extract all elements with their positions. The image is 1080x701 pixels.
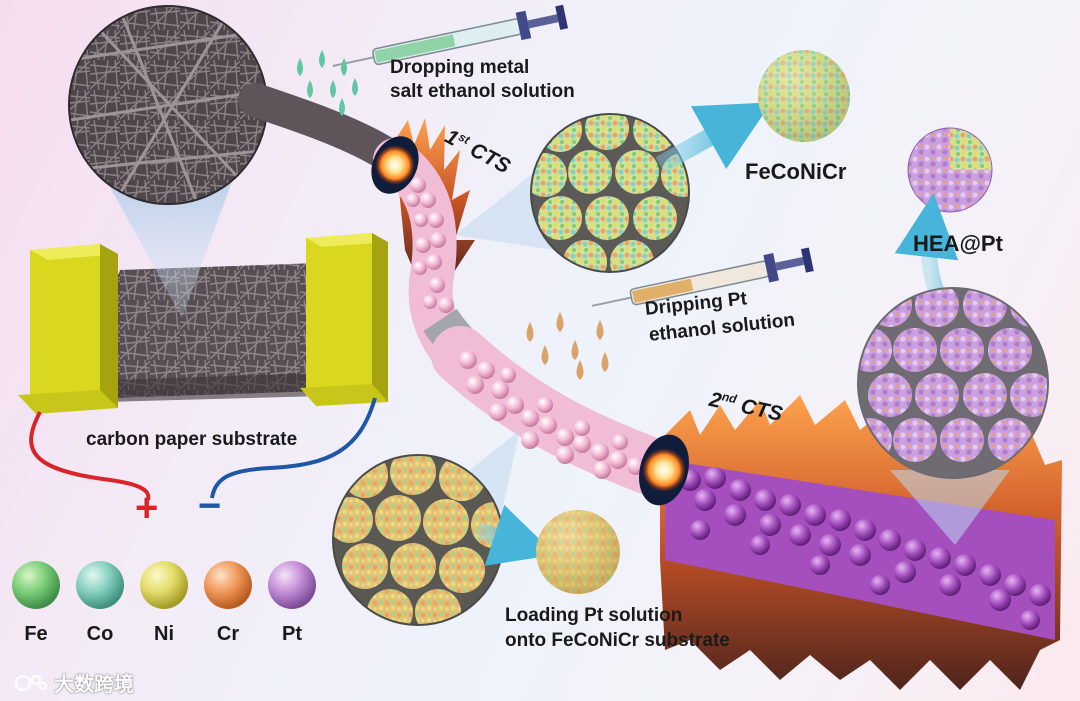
right-electrode [300,233,388,406]
hea-pt-label: HEA@Pt [913,231,1003,256]
positive-wire [29,411,151,501]
carbon-fiber-magnified [68,5,268,205]
arrow-to-loaded-sphere [475,504,556,566]
magnifier-cone-mid [455,160,555,250]
legend-label-ni: Ni [154,623,174,645]
arrow-to-feconicr [655,102,772,173]
legend-sphere-pt [268,561,316,609]
legend-label-fe: Fe [24,623,48,645]
syringe-pt [591,247,814,307]
dropping-metal-label-line1: Dropping metal [390,57,530,78]
syringe-metal [332,4,569,67]
feconicr-label: FeCoNiCr [745,159,847,184]
magnifier-cone-left [98,165,238,318]
loading-label-line1: Loading Pt solution [505,605,683,626]
pink-particles-2 [459,351,645,479]
loading-label-line2: onto FeCoNiCr substrate [505,630,730,651]
legend-label-pt: Pt [282,623,302,645]
legend-sphere-cr [204,561,252,609]
droplets-metal [297,50,358,116]
loaded-sphere [536,510,620,594]
droplets-pt [526,312,609,380]
legend-sphere-fe [12,561,60,609]
negative-wire [210,397,377,499]
second-cts-flash [639,434,689,506]
feconicr-sphere [758,50,850,142]
carbon-paper-substrate [96,262,360,402]
loaded-particles-magnified [332,454,504,626]
element-legend [12,561,316,609]
legend-label-co: Co [86,623,114,645]
magnifier-cone-bottom [470,430,520,520]
pt-coated-particles-magnified [857,287,1049,479]
positive-sign: + [135,486,159,530]
watermark-logo-icon [14,674,48,691]
legend-sphere-co [76,561,124,609]
magnifier-cone-right [890,470,1010,545]
feconicr-particles-magnified [530,113,690,273]
legend-sphere-ni [140,561,188,609]
purple-particles [679,467,1051,630]
hea-pt-sphere [907,127,993,213]
fiber-segment-gray [238,83,412,177]
watermark: 大数跨境 [14,668,134,697]
negative-sign: − [198,484,222,528]
first-cts-flash [371,136,419,194]
dropping-metal-label-line2: salt ethanol solution [390,81,575,102]
left-electrode [18,244,118,414]
carbon-paper-label: carbon paper substrate [86,429,298,450]
legend-label-cr: Cr [216,623,240,645]
watermark-text: 大数跨境 [54,674,134,696]
